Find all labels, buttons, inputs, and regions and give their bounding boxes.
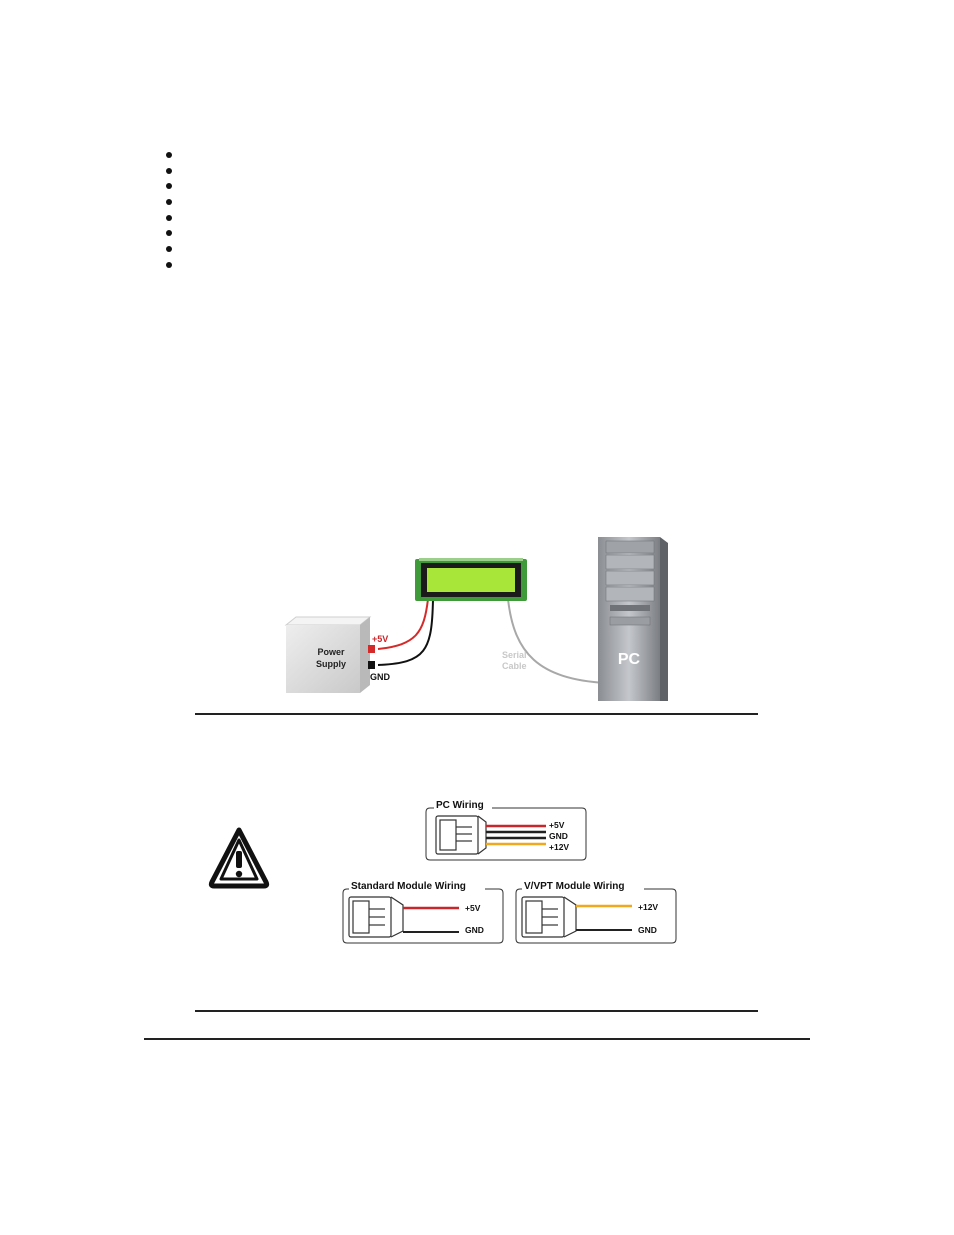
vvpt-wiring-title: V/VPT Module Wiring: [524, 881, 624, 892]
vvpt-label-12v: +12V: [638, 902, 658, 912]
power-supply: Power Supply: [284, 616, 372, 693]
serial-cable-label-line2: Cable: [502, 661, 527, 671]
bullet-point: [166, 199, 172, 206]
vvpt-label-gnd: GND: [638, 925, 657, 935]
footer-rule: [144, 1038, 810, 1040]
pc-wiring-title: PC Wiring: [436, 800, 484, 811]
bullet-point: [166, 246, 172, 253]
bullet-list: [166, 152, 172, 278]
plus5v-label: +5V: [372, 634, 388, 644]
pc-wiring-diagram: PC Wiring +5V GND +12V: [424, 796, 588, 862]
connector-icon: [435, 815, 487, 855]
bullet-point: [166, 214, 172, 221]
lcd-module: [415, 558, 527, 601]
connection-diagram: Serial Cable Power Supply +5V GND: [276, 533, 676, 701]
bullet-point: [166, 230, 172, 237]
connector-icon: [348, 896, 404, 938]
bullet-point: [166, 167, 172, 174]
pc-label-12v: +12V: [549, 842, 569, 852]
bullet-point: [166, 261, 172, 268]
gnd-terminal: [368, 661, 375, 669]
standard-wiring-title: Standard Module Wiring: [351, 881, 466, 892]
pc-tower: PC: [598, 537, 668, 701]
vvpt-module-wiring-diagram: V/VPT Module Wiring +12V GND: [514, 877, 678, 945]
standard-label-gnd: GND: [465, 925, 484, 935]
red-wire: [377, 598, 429, 650]
bullet-point: [166, 183, 172, 190]
bullet-point: [166, 152, 172, 158]
serial-cable-label-line1: Serial: [502, 650, 527, 660]
connector-icon: [521, 896, 577, 938]
power-supply-label-line1: Power: [317, 647, 345, 657]
divider-top: [195, 713, 758, 715]
black-wire: [377, 598, 434, 666]
warning-triangle-icon: [208, 826, 270, 890]
pc-label: PC: [618, 651, 641, 668]
standard-label-5v: +5V: [465, 903, 481, 913]
divider-bottom: [195, 1010, 758, 1012]
standard-module-wiring-diagram: Standard Module Wiring +5V GND: [341, 877, 505, 945]
pc-label-5v: +5V: [549, 820, 565, 830]
pc-label-gnd: GND: [549, 831, 568, 841]
gnd-label: GND: [370, 672, 391, 682]
serial-cable: [507, 598, 607, 684]
plus5v-terminal: [368, 645, 375, 653]
power-supply-label-line2: Supply: [316, 659, 346, 669]
